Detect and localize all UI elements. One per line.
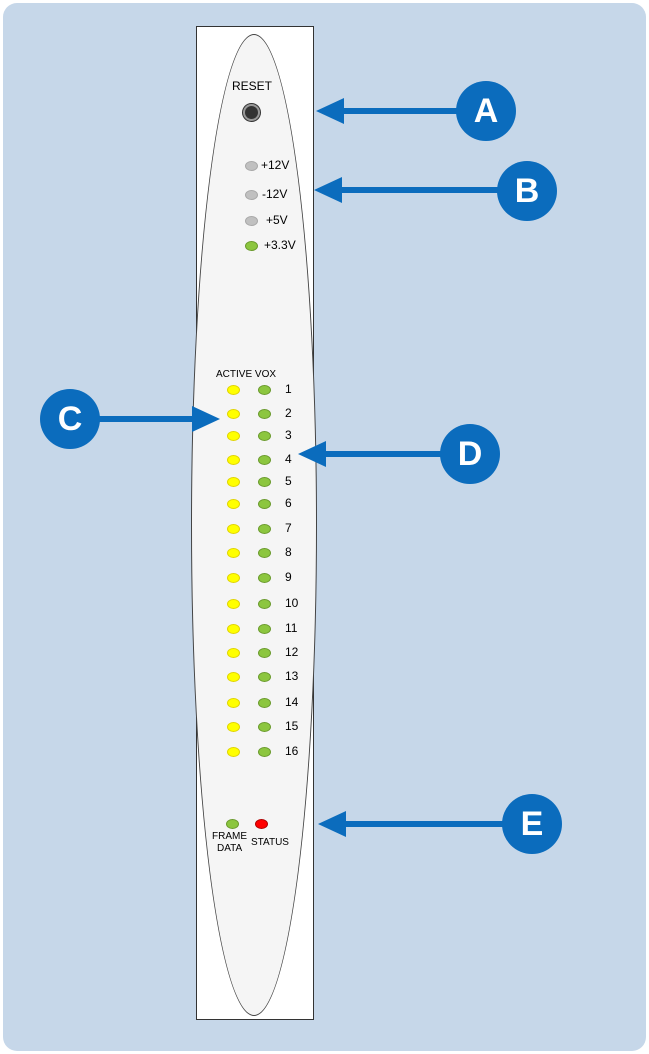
active-led-9 [227, 573, 240, 583]
arrow-a-head [316, 98, 344, 124]
led-frame-data [226, 819, 239, 829]
active-led-12 [227, 648, 240, 658]
frame-label: FRAME [212, 831, 247, 842]
channel-number-10: 10 [285, 596, 299, 610]
vox-led-16 [258, 747, 271, 757]
led-plus5v [245, 216, 258, 226]
active-led-6 [227, 499, 240, 509]
callout-a: A [456, 81, 516, 141]
vox-led-13 [258, 672, 271, 682]
reset-label: RESET [232, 79, 273, 93]
active-led-13 [227, 672, 240, 682]
active-led-7 [227, 524, 240, 534]
channel-number-7: 7 [285, 521, 292, 535]
callout-e: E [502, 794, 562, 854]
active-led-11 [227, 624, 240, 634]
callout-c: C [40, 389, 100, 449]
data-label: DATA [217, 843, 243, 854]
channel-number-16: 16 [285, 744, 299, 758]
label-plus5v: +5V [266, 213, 288, 227]
active-led-2 [227, 409, 240, 419]
active-led-15 [227, 722, 240, 732]
channel-number-6: 6 [285, 496, 292, 510]
callout-d: D [440, 424, 500, 484]
vox-led-10 [258, 599, 271, 609]
active-led-3 [227, 431, 240, 441]
channel-number-9: 9 [285, 570, 292, 584]
arrow-d-head [298, 441, 326, 467]
arrow-b-head [314, 177, 342, 203]
channel-number-14: 14 [285, 695, 299, 709]
channel-number-11: 11 [285, 621, 298, 635]
active-led-16 [227, 747, 240, 757]
active-led-1 [227, 385, 240, 395]
channel-number-12: 12 [285, 645, 299, 659]
label-plus12v: +12V [261, 158, 290, 172]
channel-number-15: 15 [285, 719, 299, 733]
led-status [255, 819, 268, 829]
arrow-e-head [318, 811, 346, 837]
callout-b: B [497, 161, 557, 221]
channel-number-5: 5 [285, 474, 292, 488]
vox-led-15 [258, 722, 271, 732]
vox-led-7 [258, 524, 271, 534]
active-led-4 [227, 455, 240, 465]
arrow-c-head [192, 406, 220, 432]
label-plus3-3v: +3.3V [264, 238, 296, 252]
vox-led-1 [258, 385, 271, 395]
vox-led-8 [258, 548, 271, 558]
channel-number-2: 2 [285, 406, 292, 420]
channel-number-4: 4 [285, 452, 292, 466]
channel-number-1: 1 [285, 382, 292, 396]
vox-led-14 [258, 698, 271, 708]
vox-led-4 [258, 455, 271, 465]
led-minus12v [245, 190, 258, 200]
vox-led-6 [258, 499, 271, 509]
status-label: STATUS [251, 837, 289, 848]
reset-button[interactable] [243, 104, 260, 121]
channel-number-3: 3 [285, 428, 292, 442]
active-led-5 [227, 477, 240, 487]
label-minus12v: -12V [262, 187, 288, 201]
led-plus12v [245, 161, 258, 171]
channel-number-8: 8 [285, 545, 292, 559]
vox-led-3 [258, 431, 271, 441]
active-led-8 [227, 548, 240, 558]
vox-led-5 [258, 477, 271, 487]
vox-led-11 [258, 624, 271, 634]
led-plus3-3v [245, 241, 258, 251]
vox-led-12 [258, 648, 271, 658]
channel-number-13: 13 [285, 669, 299, 683]
active-led-10 [227, 599, 240, 609]
vox-led-2 [258, 409, 271, 419]
active-led-14 [227, 698, 240, 708]
active-vox-header: ACTIVE VOX [216, 369, 277, 380]
vox-led-9 [258, 573, 271, 583]
